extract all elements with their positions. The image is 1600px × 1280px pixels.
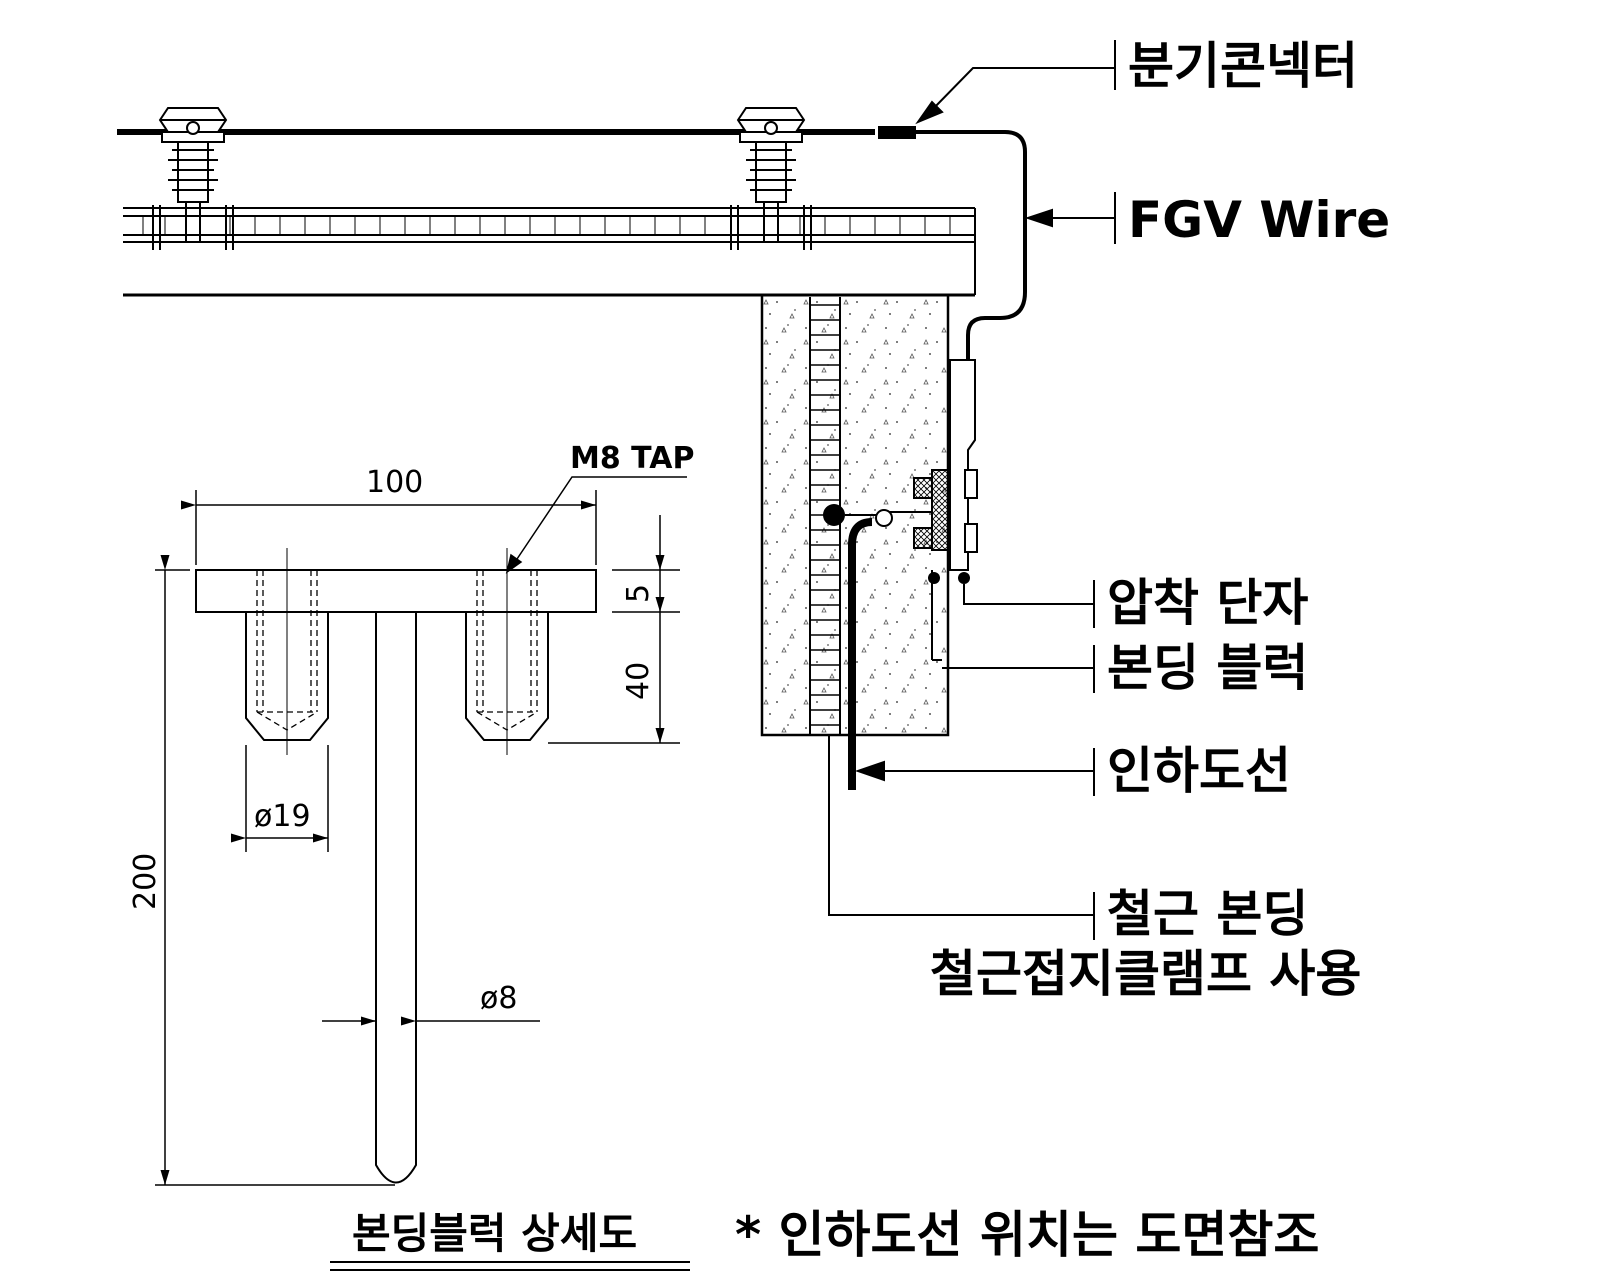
- tap-label: M8 TAP: [570, 441, 695, 476]
- bonding-block-detail: [195, 548, 597, 1184]
- label-bonding-block: 본딩 블럭: [1107, 639, 1308, 697]
- dim-plate-5: 5: [621, 584, 656, 603]
- detail-title: 본딩블럭 상세도: [352, 1209, 637, 1258]
- label-branch-connector: 분기콘넥터: [1128, 37, 1358, 95]
- label-rebar-clamp: 철근접지클램프 사용: [930, 945, 1361, 1003]
- callout-leaders: [828, 40, 1116, 940]
- roof-section: [123, 207, 976, 297]
- insulator-support-2: [730, 107, 812, 250]
- fgv-wire: [916, 130, 1027, 360]
- crimp-terminal-dot: [928, 572, 940, 584]
- dim-height-200: 200: [128, 853, 163, 910]
- detail-dimensions: [155, 476, 687, 1186]
- note-down-conductor-location: * 인하도선 위치는 도면참조: [735, 1206, 1319, 1264]
- branch-connector: [878, 126, 916, 139]
- dim-boss-diameter: ø19: [254, 799, 311, 834]
- label-rebar-bonding: 철근 본딩: [1107, 885, 1308, 943]
- insulator-support-1: [152, 107, 234, 250]
- crimp-terminal-dot: [958, 572, 970, 584]
- dim-width-100: 100: [366, 465, 423, 500]
- rebar-clamp-node: [823, 504, 845, 526]
- dim-rod-diameter: ø8: [480, 981, 517, 1016]
- bonding-block-installed: [875, 359, 978, 661]
- label-down-conductor: 인하도선: [1107, 742, 1291, 800]
- label-fgv-wire: FGV Wire: [1128, 191, 1390, 249]
- dim-tap-depth-40: 40: [621, 662, 656, 700]
- down-conductor-wire: [848, 518, 873, 790]
- label-crimp-terminal: 압착 단자: [1107, 574, 1308, 632]
